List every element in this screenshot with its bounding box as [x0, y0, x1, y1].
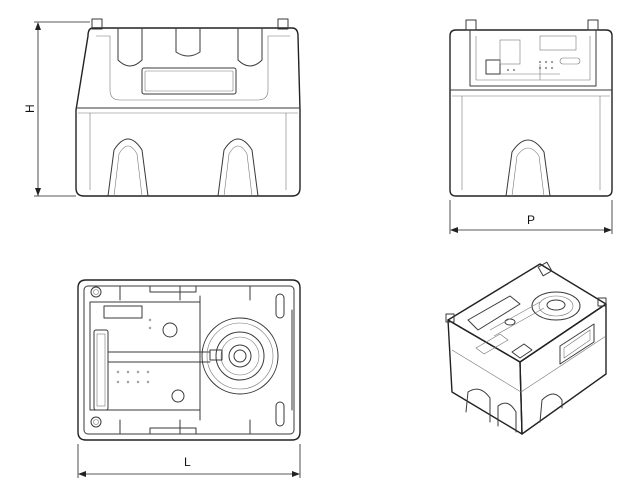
depth-label: P — [527, 213, 535, 227]
depth-dimension: P — [449, 200, 613, 234]
height-dimension: H — [23, 21, 90, 197]
length-dimension: L — [77, 444, 301, 478]
front-view — [75, 18, 301, 197]
top-view — [77, 279, 301, 441]
side-view — [449, 19, 613, 197]
isometric-view — [445, 261, 607, 435]
height-label: H — [23, 104, 37, 113]
length-label: L — [184, 455, 191, 469]
